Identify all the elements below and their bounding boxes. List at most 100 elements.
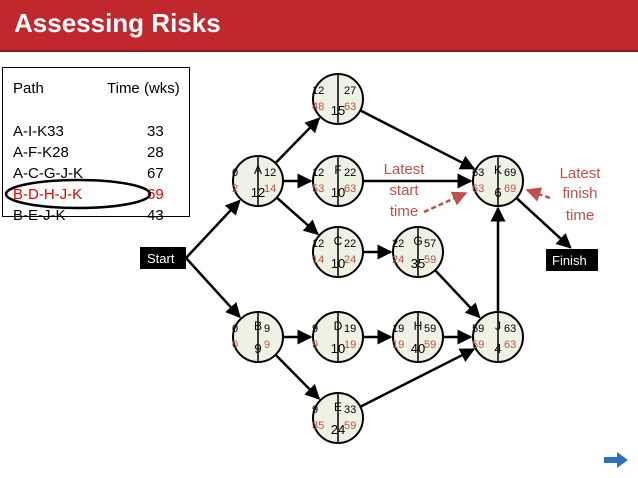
row-time: 28 [147,144,164,161]
node-earliest-start: 9 [312,323,318,335]
node-latest-start: 2 [232,183,238,195]
node-latest-finish: 69 [504,183,516,195]
node-duration: 24 [331,422,345,437]
node-latest-finish: 63 [344,101,356,113]
node-latest-start: 63 [472,183,484,195]
node-activity-label: J [495,319,501,333]
node-latest-finish: 59 [344,420,356,432]
node-latest-start: 9 [312,339,318,351]
node-earliest-finish: 57 [424,238,436,250]
node-latest-finish: 14 [264,183,276,195]
node-earliest-start: 63 [472,167,484,179]
node-activity-label: A [254,163,262,177]
row-time: 43 [147,207,164,224]
node-earliest-finish: 22 [344,167,356,179]
row-path: B-E-J-K [13,207,66,224]
edge-B-E [274,353,321,400]
node-duration: 10 [331,256,345,271]
node-earliest-start: 0 [232,167,238,179]
header-time: Time (wks) [107,80,180,97]
edge-A-I [274,117,321,164]
node-duration: 15 [331,103,345,118]
critical-row-time: 69 [147,186,164,203]
node-activity-label: C [334,234,343,248]
finish-box [546,249,598,271]
edge-S-B [185,257,241,319]
node-earliest-start: 59 [472,323,484,335]
start-label: Start [147,251,175,266]
edge-K-F2 [515,196,572,249]
row-time: 33 [147,123,164,140]
critical-path-highlight [4,178,152,210]
node-latest-start: 48 [312,101,324,113]
node-earliest-start: 12 [312,167,324,179]
critical-row-path: B-D-H-J-K [13,186,83,203]
node-earliest-finish: 33 [344,404,356,416]
node-K: K 6 63 69 63 69 [472,155,524,207]
row-path: A-C-G-J-K [13,165,83,182]
node-latest-start: 35 [312,420,324,432]
node-duration: 10 [331,185,345,200]
node-earliest-finish: 27 [344,85,356,97]
node-activity-label: I [336,81,339,95]
latest-finish-line2: finish [562,185,597,202]
page-title: Assessing Risks [14,8,221,38]
node-latest-finish: 9 [264,339,270,351]
node-activity-label: E [334,400,342,414]
row-time: 67 [147,165,164,182]
latest-finish-line1: Latest [560,165,602,182]
node-earliest-start: 9 [312,404,318,416]
header-path: Path [13,80,44,97]
title-bar: Assessing Risks [0,0,638,50]
node-latest-start: 14 [312,254,324,266]
node-latest-start: 19 [392,339,404,351]
latest-finish-arrow [525,187,551,202]
path-table: Path Time (wks) A-I-K33 33 A-F-K28 28 A-… [2,67,190,224]
node-duration: 9 [254,341,261,356]
edge-E-J [359,348,476,408]
node-duration: 12 [251,185,265,200]
node-earliest-finish: 12 [264,167,276,179]
finish-label: Finish [552,253,587,268]
node-earliest-finish: 63 [504,323,516,335]
node-earliest-finish: 69 [504,167,516,179]
edges [185,109,572,408]
node-earliest-finish: 9 [264,323,270,335]
node-latest-finish: 19 [344,339,356,351]
edge-S-A [185,199,241,259]
node-earliest-finish: 19 [344,323,356,335]
node-E: E 24 9 33 35 59 [312,392,364,444]
edge-A-C [275,196,319,236]
node-latest-finish: 59 [424,339,436,351]
node-activity-label: B [254,319,262,333]
title-underline [0,50,638,52]
node-earliest-start: 12 [312,85,324,97]
node-earliest-finish: 22 [344,238,356,250]
node-duration: 10 [331,341,345,356]
node-I: I 15 12 27 48 63 [312,73,364,125]
node-activity-label: H [414,319,423,333]
node-latest-finish: 63 [504,339,516,351]
edge-I-K [359,109,476,170]
node-D: D 10 9 19 9 19 [312,311,364,363]
next-slide-icon[interactable] [604,452,628,468]
latest-start-line2: start [389,182,419,199]
node-duration: 40 [411,341,425,356]
node-duration: 6 [494,185,501,200]
row-path: A-I-K33 [13,123,64,140]
node-activity-label: D [334,319,343,333]
node-latest-start: 53 [312,183,324,195]
node-activity-label: K [494,163,502,177]
node-latest-start: 59 [472,339,484,351]
latest-start-line3: time [390,203,418,220]
node-activity-label: G [413,234,422,248]
node-latest-start: 0 [232,339,238,351]
node-earliest-start: 22 [392,238,404,250]
